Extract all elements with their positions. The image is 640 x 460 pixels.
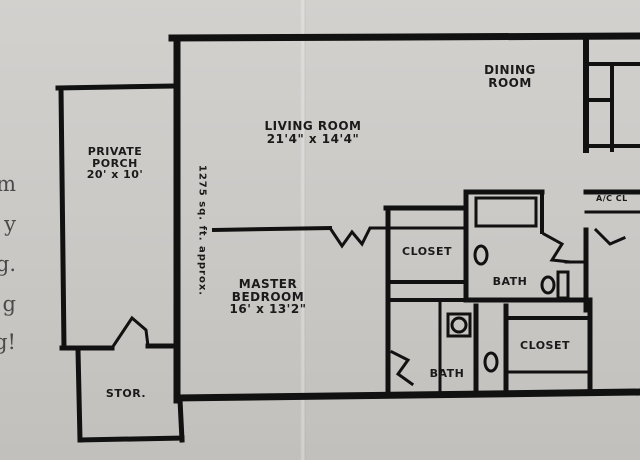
side-text-line-5: g! — [0, 330, 16, 354]
master-bedroom-name: MASTER BEDROOM — [231, 277, 305, 304]
living-room-label: LIVING ROOM 21'4" x 14'4" — [250, 120, 376, 145]
private-porch-label: PRIVATE PORCH 20' x 10' — [80, 146, 150, 181]
ac-closet-door — [593, 227, 626, 246]
toilet-icon — [540, 275, 556, 295]
outer-wall — [168, 32, 640, 42]
living-room-size: 21'4" x 14'4" — [266, 131, 360, 146]
storage-label: STOR. — [105, 387, 147, 400]
closet-lower-label: CLOSET — [520, 339, 570, 352]
side-text-line-4: g — [2, 292, 16, 316]
dining-room-label: DINING ROOM — [484, 63, 536, 90]
porch-wall — [58, 85, 67, 351]
master-bedroom-label: MASTER BEDROOM 16' x 13'2" — [228, 278, 308, 316]
living-room-name: LIVING ROOM — [264, 119, 362, 133]
bath-fixture — [446, 312, 472, 338]
bedroom-door — [327, 225, 388, 249]
private-porch-size: 20' x 10' — [86, 168, 144, 182]
master-bedroom-size: 16' x 13'2" — [229, 302, 307, 317]
porch-wall — [55, 83, 175, 91]
storage-wall — [77, 435, 185, 443]
outer-wall — [173, 388, 640, 402]
ac-closet-label: A/C CL — [596, 194, 628, 203]
area-note: 1275 sq. ft. approx. — [196, 164, 208, 297]
bath-upper-label: BATH — [492, 275, 528, 288]
bedroom-wall — [211, 225, 333, 233]
toilet-icon — [450, 316, 468, 334]
bath-fixture — [556, 270, 570, 300]
bath-tub — [474, 196, 538, 228]
storage-wall — [177, 397, 185, 443]
side-text-line-3: g. — [0, 252, 16, 276]
toilet-icon — [473, 244, 489, 266]
side-text-line-1: m — [0, 172, 16, 196]
bath-door — [541, 231, 572, 264]
porch-door — [109, 315, 150, 351]
bath-lower-label: BATH — [429, 367, 465, 380]
storage-wall — [75, 347, 83, 443]
closet-upper-label: CLOSET — [402, 245, 452, 258]
toilet-icon — [483, 351, 499, 373]
side-text-line-2: y — [4, 212, 16, 236]
bath-door — [389, 349, 415, 387]
private-porch-name: PRIVATE PORCH — [87, 145, 143, 170]
